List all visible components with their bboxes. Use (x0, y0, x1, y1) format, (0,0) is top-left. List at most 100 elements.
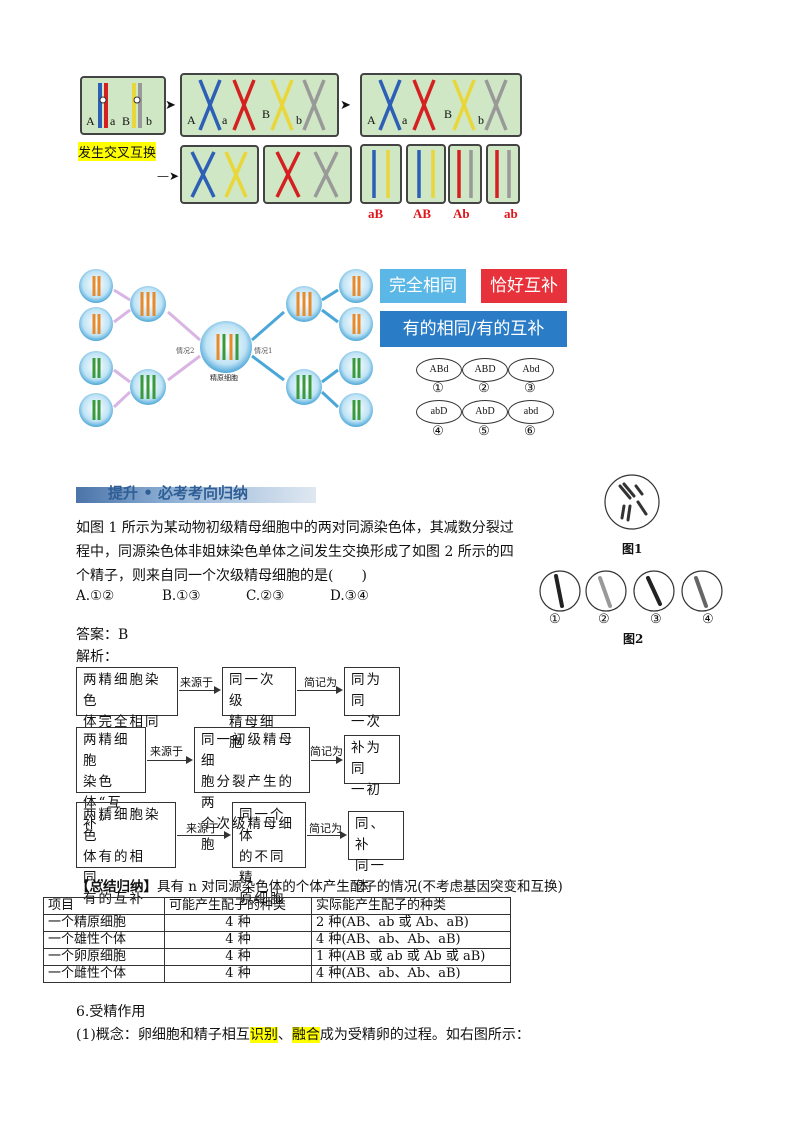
arrow-icon: ➤ (340, 98, 351, 113)
flow-box-condition: 两精细胞染色 体完全相同 (76, 667, 178, 730)
panel-tetrad-2: A a B b (180, 73, 339, 137)
gamete-ellipse: abd (508, 400, 554, 424)
arrow-icon (179, 686, 221, 694)
panel-recombinant-1 (180, 145, 259, 204)
table-cell: 4 种 (164, 948, 312, 966)
gamete-label: aB (368, 206, 384, 221)
tag-complementary: 恰好互补 (481, 269, 567, 303)
gamete-ellipse: AbD (462, 400, 508, 424)
flow-line: 一初 (351, 782, 382, 798)
gamete-ellipse: Abd (508, 358, 554, 382)
ellipse-number: ① (432, 381, 444, 396)
flow-arrow-label: 来源于 (186, 822, 219, 835)
flow-line: 同一初级精母细 (201, 732, 294, 769)
center-cell-label: 精原细胞 (210, 374, 238, 382)
table-cell: 一个雄性个体 (43, 931, 165, 949)
option-b: B.①③ (162, 588, 201, 604)
flow-box-source: 同一初级精母细 胞分裂产生的两 个次级精母细胞 (194, 727, 310, 853)
arrow-icon (311, 756, 343, 764)
option-d: D.③④ (330, 588, 369, 604)
definition-text: 、 (277, 1027, 292, 1043)
table-cell: 一个雌性个体 (43, 965, 165, 983)
crossed-chromosomes-drawing (378, 79, 508, 131)
arrow-icon (297, 686, 343, 694)
ellipse-number: ② (478, 381, 490, 396)
flow-line: 同、补 (355, 816, 386, 853)
gamete-cell-2 (406, 144, 446, 204)
gamete-label: AB (413, 206, 432, 221)
flow-line: 同为同 (351, 672, 382, 709)
figure2-num: ④ (702, 612, 714, 627)
case-note-left: 情况2 (176, 347, 195, 355)
flow-box-summary: 同、补 同一体 (348, 811, 404, 895)
allele-label: B (444, 107, 453, 121)
option-a: A.①② (76, 588, 115, 604)
recombinant-drawing (190, 151, 248, 198)
table-cell: 4 种(AB、ab、Ab、aB) (311, 965, 511, 983)
section-title: 提升 • 必考考向归纳 (108, 484, 249, 502)
section-title-bar (76, 487, 316, 503)
table-cell: 一个卵原细胞 (43, 948, 165, 966)
question-text: 如图 1 所示为某动物初级精母细胞中的两对同源染色体，其减数分裂过 程中，同源染… (76, 516, 531, 588)
tag-identical: 完全相同 (380, 269, 466, 303)
flow-box-source: 同一个体 的不同精 原细胞 (232, 802, 306, 907)
table-cell: 4 种 (164, 914, 312, 932)
flow-arrow-label: 来源于 (180, 676, 213, 689)
table-row: 一个雌性个体 4 种 4 种(AB、ab、Ab、aB) (43, 965, 511, 983)
allele-label: a (222, 113, 228, 127)
summary-heading: 【总结归纳】具有 n 对同源染色体的个体产生配子的情况(不考虑基因突变和互换) (76, 875, 563, 895)
gamete-cell-3 (448, 144, 482, 204)
figure2-num: ③ (650, 612, 662, 627)
gamete-cell-1 (360, 144, 402, 204)
flow-line: 两精细胞染色 (83, 672, 161, 709)
figure2-num: ① (549, 612, 561, 627)
table-cell: 一个精原细胞 (43, 914, 165, 932)
allele-label: A (367, 113, 376, 127)
flow-line: 体有的相同， (83, 849, 145, 886)
fertilization-definition: (1)概念：卵细胞和精子相互识别、融合成为受精卵的过程。如右图所示： (76, 1024, 530, 1044)
flow-line: 两精细胞 (83, 732, 130, 769)
allele-label: b (146, 114, 152, 128)
ellipse-number: ⑤ (478, 424, 490, 439)
flow-box-source: 同一次级 精母细胞 (222, 667, 296, 751)
option-c: C.②③ (246, 588, 285, 604)
analysis-label: 解析： (76, 649, 118, 665)
table-cell: 4 种(AB、ab、Ab、aB) (311, 931, 511, 949)
chromosome-pair-drawing (98, 83, 142, 128)
definition-text: 成为受精卵的过程。如右图所示： (319, 1027, 530, 1043)
flow-line: 一次 (351, 714, 382, 730)
arrow-icon (147, 756, 193, 764)
table-row: 一个雄性个体 4 种 4 种(AB、ab、Ab、aB) (43, 931, 511, 949)
panel-recombinant-2 (263, 145, 352, 204)
flow-box-condition: 两精细胞染色 体有的相同， 有的互补 (76, 802, 176, 907)
flow-arrow-label: 来源于 (150, 745, 183, 758)
arrow-icon: ➤ (165, 98, 176, 113)
table-header-cell: 实际能产生配子的种类 (311, 897, 511, 915)
crossover-label: 发生交叉互换 (78, 142, 157, 161)
gamete-chromosomes (417, 150, 435, 198)
gamete-chromosomes (372, 150, 390, 198)
flow-line: 体完全相同 (83, 714, 161, 730)
table-cell: 1 种(AB 或 ab 或 Ab 或 aB) (311, 948, 511, 966)
arrow-icon (307, 831, 347, 839)
definition-text: (1)概念：卵细胞和精子相互 (76, 1027, 250, 1043)
flow-box-summary: 补为同 一初 (344, 735, 400, 798)
crossed-chromosomes-drawing (198, 79, 326, 131)
flow-arrow-label: 简记为 (310, 745, 343, 758)
gamete-label: ab (504, 206, 518, 221)
gamete-ellipse: ABD (462, 358, 508, 382)
question-line: 程中，同源染色体非姐妹染色单体之间发生交换形成了如图 2 所示的四 (76, 544, 514, 560)
allele-label: A (86, 114, 95, 128)
allele-label: B (122, 114, 131, 128)
ellipse-number: ④ (432, 424, 444, 439)
flow-line: 胞分裂产生的两 (201, 774, 294, 811)
flow-line: 同一体 (355, 858, 386, 895)
gamete-chromosomes (457, 150, 473, 198)
gamete-ellipse: ABd (416, 358, 462, 382)
flow-line: 同一个体 (239, 807, 286, 844)
table-cell: 4 种 (164, 965, 312, 983)
case-note-right: 情况1 (254, 347, 273, 355)
flow-line: 同一次级 (229, 672, 276, 709)
summary-heading-text: 具有 n 对同源染色体的个体产生配子的情况(不考虑基因突变和互换) (157, 879, 563, 895)
panel-tetrad-3: A a B b (360, 73, 522, 137)
